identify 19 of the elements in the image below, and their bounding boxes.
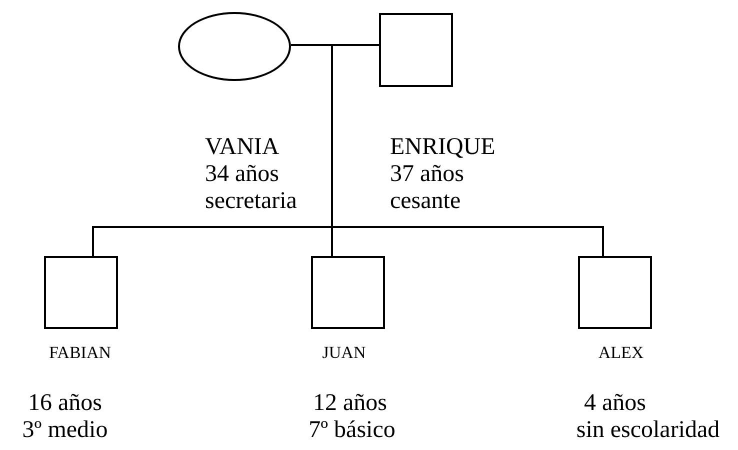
age-label: 12 años [313, 391, 387, 415]
occupation-label: 7º básico [308, 418, 396, 442]
occupation-label: secretaria [205, 189, 297, 213]
male-symbol [578, 256, 652, 329]
person-name: ALEX [598, 344, 644, 361]
male-symbol [44, 256, 118, 329]
person-name: FABIAN [48, 344, 112, 361]
age-label: 16 años [28, 391, 102, 415]
male-symbol [311, 256, 385, 329]
age-label: 4 años [584, 391, 646, 415]
age-label: 34 años [205, 162, 279, 186]
person-name: ENRIQUE [390, 135, 496, 159]
age-label: 37 años [390, 162, 464, 186]
person-name: JUAN [322, 344, 366, 361]
occupation-label: 3º medio [22, 418, 108, 442]
male-symbol [379, 13, 453, 87]
person-name: VANIA [205, 135, 280, 159]
occupation-label: sin escolaridad [576, 418, 720, 442]
occupation-label: cesante [390, 189, 461, 213]
